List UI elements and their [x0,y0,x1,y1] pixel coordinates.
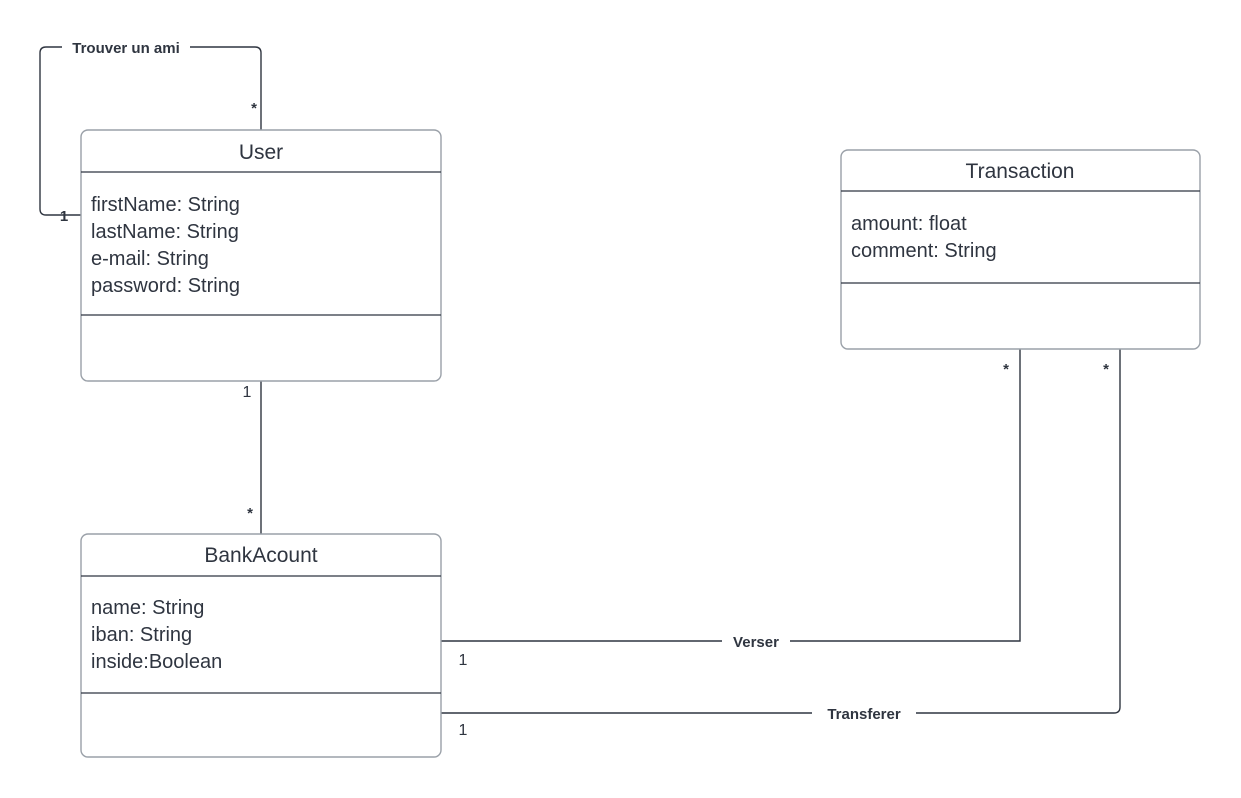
association-label-backdrop-verser [722,632,790,651]
class-box-transaction[interactable]: Transaction amount: float comment: Strin… [840,149,1201,350]
multiplicity-verser-transaction-star: * [1003,361,1009,378]
association-label-backdrop-trouver-un-ami [62,38,190,57]
class-box-bankacount-outline [80,533,442,758]
multiplicity-user-bottom-one: 1 [243,384,252,401]
class-user-attribute-0: firstName: String [91,194,240,216]
multiplicity-trouver-un-ami-star: * [251,100,257,117]
multiplicity-verser-bank-one: 1 [459,652,468,669]
multiplicity-transferer-transaction-star: * [1103,361,1109,378]
association-label-trouver-un-ami: Trouver un ami [72,40,180,57]
class-bankacount-attribute-1: iban: String [91,624,192,646]
class-bankacount-attribute-2: inside:Boolean [91,651,222,673]
association-verser[interactable]: Verser 1 * [441,349,1021,669]
class-box-transaction-outline [840,149,1201,350]
association-line-trouver-un-ami [39,46,262,216]
class-name-transaction: Transaction [966,160,1075,183]
association-transferer[interactable]: Transferer 1 * [441,349,1121,739]
multiplicity-bankacount-top-star: * [247,505,253,522]
multiplicity-trouver-un-ami-one: 1 [60,208,68,225]
class-bankacount-attribute-0: name: String [91,597,204,619]
association-trouver-un-ami[interactable]: Trouver un ami * 1 [39,38,262,225]
class-user-attribute-1: lastName: String [91,221,239,243]
class-user-attribute-2: e-mail: String [91,248,209,270]
class-transaction-attribute-0: amount: float [851,213,967,235]
multiplicity-transferer-bank-one: 1 [459,722,468,739]
association-user-bankacount[interactable]: 1 * [243,381,262,534]
class-box-user[interactable]: User firstName: String lastName: String … [80,129,442,382]
class-user-attribute-3: password: String [91,275,240,297]
association-label-transferer: Transferer [827,706,901,723]
class-name-bankacount: BankAcount [204,544,317,567]
class-name-user: User [239,141,283,164]
association-line-transferer [441,349,1121,714]
association-label-backdrop-transferer [812,704,916,723]
class-box-user-outline [80,129,442,382]
association-label-verser: Verser [733,634,779,651]
association-line-verser [441,349,1021,642]
class-transaction-attribute-1: comment: String [851,240,997,262]
class-box-bankacount[interactable]: BankAcount name: String iban: String ins… [80,533,442,758]
